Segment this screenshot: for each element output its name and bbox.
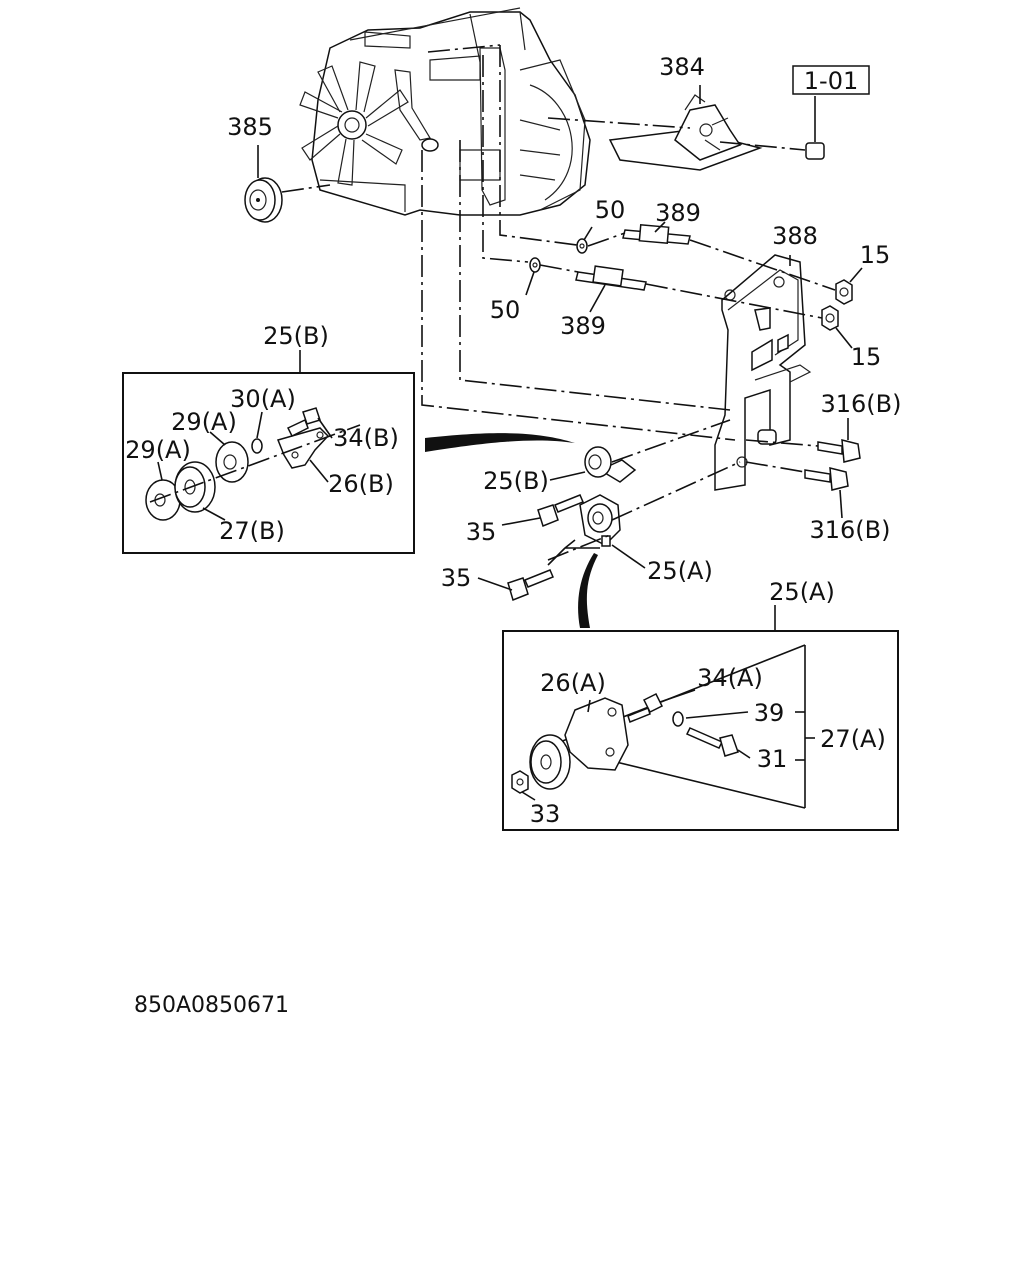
washer-50-bottom — [529, 257, 541, 273]
leader-50-top — [583, 226, 593, 241]
callout-388: 388 — [772, 222, 818, 250]
stud-389-top — [622, 223, 691, 245]
assembly-center-lines — [421, 44, 836, 561]
callout-25b-main: 25(B) — [483, 467, 549, 495]
washer-50-top — [576, 238, 588, 254]
callout-39: 39 — [754, 699, 785, 727]
leader-50-bottom — [525, 271, 535, 296]
mounting-bracket-388 — [714, 254, 812, 491]
callout-31: 31 — [757, 745, 788, 773]
bolt-316b-top — [817, 439, 861, 463]
leader-35-top — [501, 517, 541, 526]
callout-389-bottom: 389 — [560, 312, 606, 340]
inset-25a — [502, 605, 899, 831]
tensioner-bracket-26a — [564, 697, 629, 771]
callout-labels: 385 384 50 50 389 389 388 15 15 316(B) 3… — [125, 53, 901, 1018]
callout-35-bottom: 35 — [441, 564, 472, 592]
pulley-27b — [174, 461, 216, 513]
inset-25b — [122, 350, 415, 554]
reference-box-label: 1-01 — [804, 67, 858, 95]
pulley-27a — [529, 734, 571, 790]
leader-35-bottom — [477, 577, 513, 591]
nut-15-top — [835, 279, 853, 305]
leader-25b-main — [549, 471, 586, 481]
stud-389-bottom — [575, 265, 647, 291]
bolt-ref-1-01 — [805, 96, 825, 160]
callout-29a-left: 29(A) — [125, 436, 191, 464]
washer-30a — [251, 438, 263, 454]
washer-39 — [672, 711, 684, 727]
leader-316b-bottom — [839, 489, 843, 519]
callout-50-top: 50 — [595, 196, 626, 224]
leader-389-top — [654, 221, 666, 233]
arrow-to-inset-25b — [425, 433, 575, 452]
reference-box: 1-01 — [792, 65, 870, 95]
bolt-35-top — [537, 494, 584, 527]
callout-15-bottom: 15 — [851, 343, 882, 371]
bracket-26b — [276, 427, 330, 469]
callout-15-top: 15 — [860, 241, 891, 269]
callout-27a: 27(A) — [820, 725, 886, 753]
callout-25a-main: 25(A) — [647, 557, 713, 585]
drawing-number: 850A0850671 — [134, 993, 289, 1018]
bolt-34a — [627, 692, 664, 723]
bolt-316b-bottom — [804, 467, 849, 491]
leader-385 — [281, 184, 331, 193]
callout-34a: 34(A) — [697, 664, 763, 692]
crank-pulley-385 — [244, 177, 283, 223]
bolt-35-bottom — [507, 569, 554, 602]
callout-29a-top: 29(A) — [171, 408, 237, 436]
leader-15-top — [849, 267, 863, 283]
callout-385: 385 — [227, 113, 273, 141]
nut-33 — [511, 770, 529, 794]
callout-389-top: 389 — [655, 199, 701, 227]
callout-33: 33 — [530, 800, 561, 828]
leader-25a-main — [611, 544, 646, 569]
callout-50-bottom: 50 — [490, 296, 521, 324]
bolt-31 — [685, 727, 739, 757]
callout-26b: 26(B) — [328, 470, 394, 498]
leader-389-bottom — [589, 284, 606, 313]
leader-384-a — [547, 117, 691, 129]
arrow-to-inset-25a — [578, 553, 598, 628]
callout-316b-bottom: 316(B) — [810, 516, 891, 544]
idler-pulley-25b-assembled — [584, 446, 637, 483]
cooling-fan — [299, 61, 409, 186]
callout-34b: 34(B) — [333, 424, 399, 452]
callout-316b-top: 316(B) — [821, 390, 902, 418]
callout-30a: 30(A) — [230, 385, 296, 413]
inset-25a-title: 25(A) — [769, 578, 835, 606]
tensioner-25a-assembled — [579, 494, 621, 547]
callout-26a: 26(A) — [540, 669, 606, 697]
callout-27b: 27(B) — [219, 517, 285, 545]
pulley-29a-top — [215, 441, 249, 483]
nut-15-bottom — [821, 305, 839, 331]
leader-15-bottom — [835, 327, 853, 349]
sensor-bracket-384 — [608, 94, 763, 171]
leader-384-b — [719, 141, 806, 151]
callout-384: 384 — [659, 53, 705, 81]
engine-block — [299, 7, 591, 216]
inset-25b-title: 25(B) — [263, 322, 329, 350]
callout-35-top: 35 — [466, 518, 497, 546]
